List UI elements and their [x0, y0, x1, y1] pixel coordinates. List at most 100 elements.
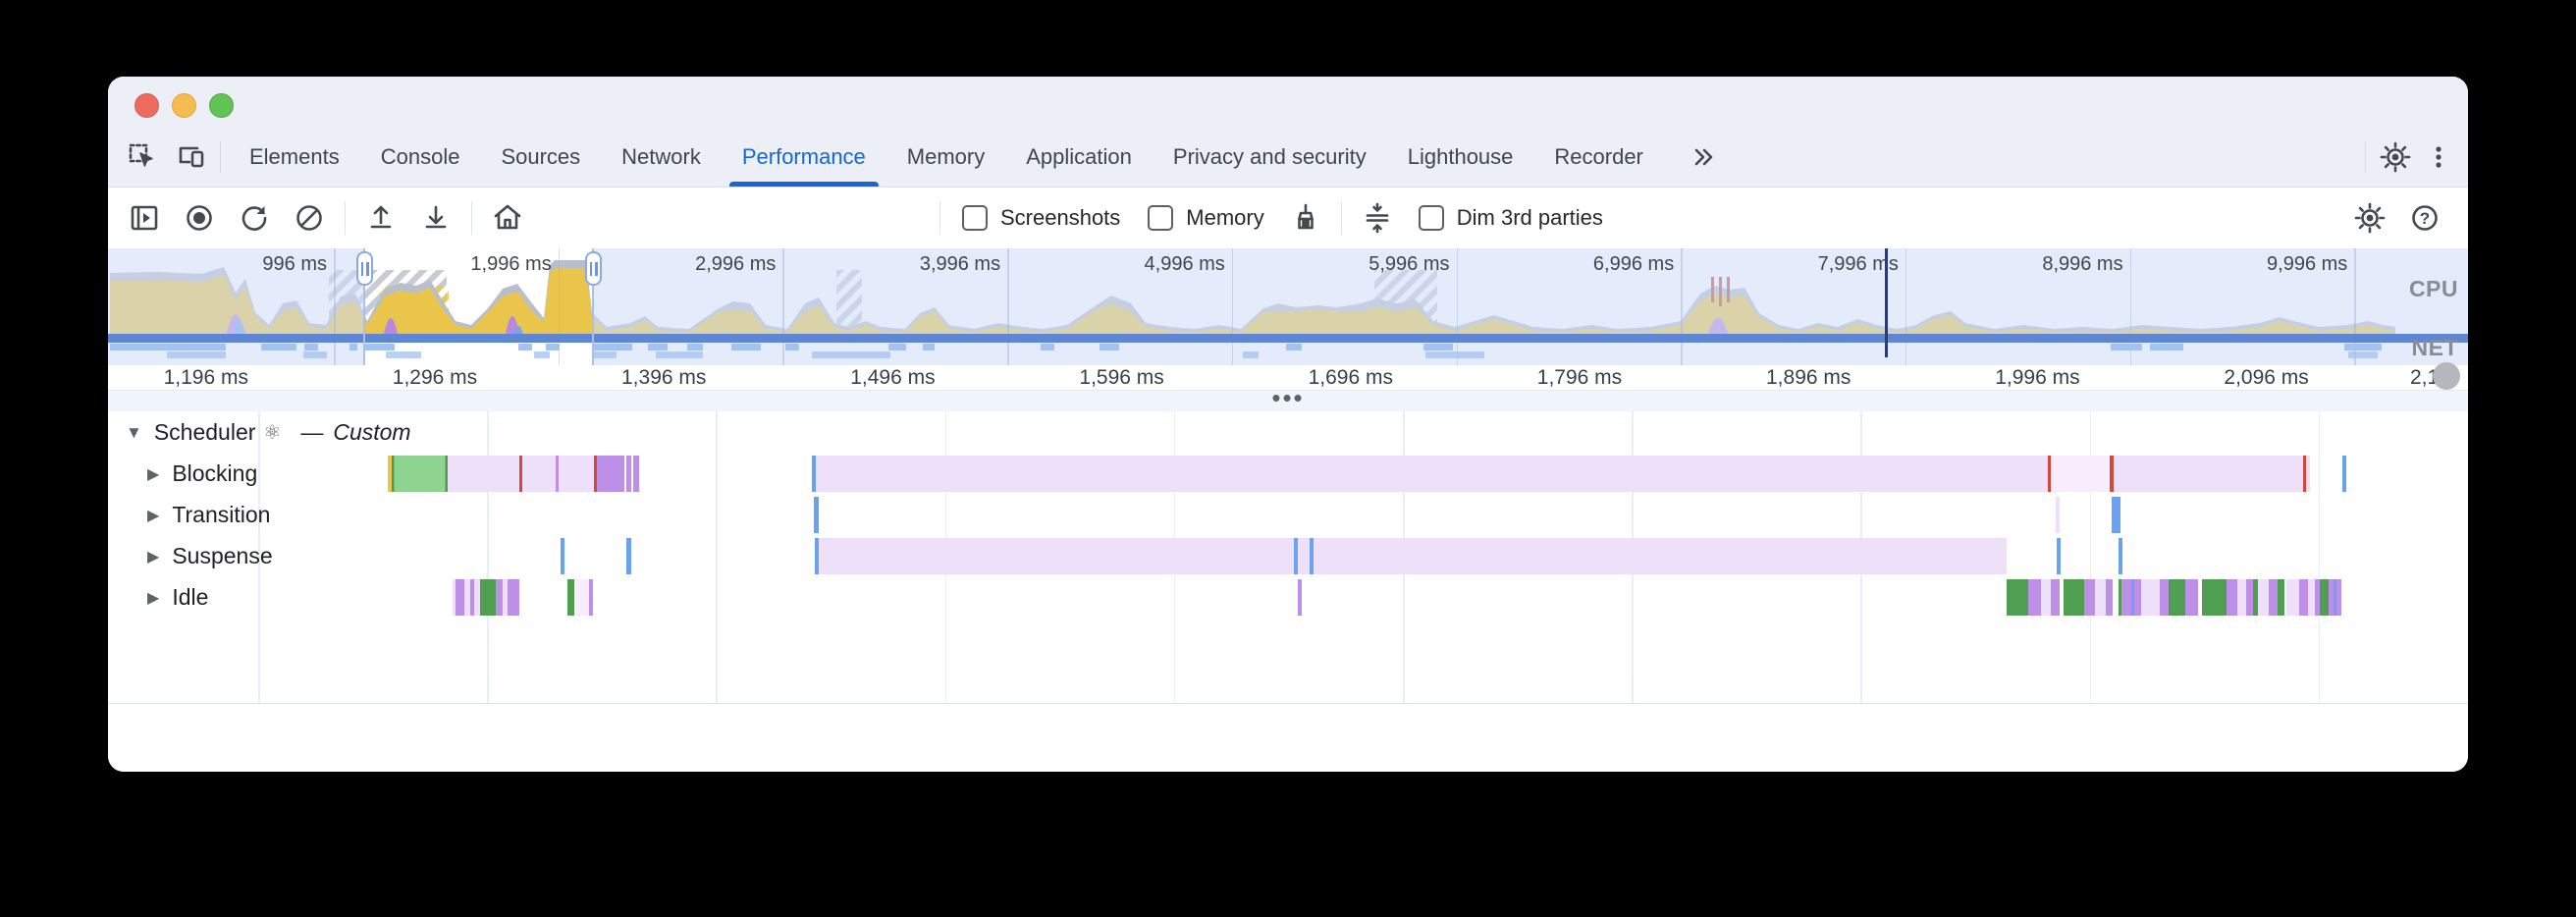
- track-group-header-scheduler[interactable]: ▼Scheduler⚛—Custom: [126, 419, 411, 446]
- upload-icon[interactable]: [364, 201, 398, 235]
- screenshots-checkbox[interactable]: Screenshots: [962, 205, 1120, 231]
- help-icon[interactable]: ?: [2408, 201, 2442, 235]
- flame-segment-idle[interactable]: [2028, 579, 2041, 616]
- collapse-triangle-icon[interactable]: ▼: [126, 422, 142, 442]
- flame-segment-blocking[interactable]: [388, 456, 392, 492]
- flame-segment-blocking[interactable]: [2110, 456, 2114, 492]
- flame-segment-idle[interactable]: [2286, 579, 2299, 616]
- tab-lighthouse[interactable]: Lighthouse: [1407, 144, 1514, 169]
- flame-segment-idle[interactable]: [496, 579, 503, 616]
- tab-recorder[interactable]: Recorder: [1554, 144, 1643, 169]
- flame-segment-suspense[interactable]: [626, 538, 631, 574]
- selection-handle-right[interactable]: [585, 251, 602, 286]
- flame-segment-idle[interactable]: [2308, 579, 2315, 616]
- flame-segment-blocking[interactable]: [522, 456, 556, 492]
- flame-segment-blocking[interactable]: [2306, 456, 2310, 492]
- zoom-window-button[interactable]: [209, 93, 234, 118]
- flame-segment-blocking[interactable]: [633, 456, 639, 492]
- flame-segment-idle[interactable]: [2041, 579, 2051, 616]
- record-icon[interactable]: [183, 201, 216, 235]
- collect-garbage-icon[interactable]: [1289, 201, 1322, 235]
- flame-segment-idle[interactable]: [574, 579, 589, 616]
- flame-segment-blocking[interactable]: [2051, 456, 2110, 492]
- flame-segment-idle[interactable]: [2253, 579, 2258, 616]
- tab-sources[interactable]: Sources: [501, 144, 581, 169]
- flame-segment-blocking[interactable]: [2114, 456, 2303, 492]
- selection-edge-left[interactable]: [363, 248, 365, 365]
- tab-elements[interactable]: Elements: [249, 144, 340, 169]
- flame-segment-suspense[interactable]: [819, 538, 1294, 574]
- flame-segment-blocking[interactable]: [559, 456, 594, 492]
- flame-segment-idle[interactable]: [2095, 579, 2106, 616]
- flame-segment-idle[interactable]: [2202, 579, 2227, 616]
- expand-triangle-icon[interactable]: ▶: [147, 589, 160, 607]
- flame-segment-blocking[interactable]: [597, 456, 624, 492]
- flame-segment-suspense[interactable]: [2057, 538, 2061, 574]
- flame-segment-idle[interactable]: [2334, 579, 2336, 616]
- record-and-reload-icon[interactable]: [238, 201, 271, 235]
- track-row-label-suspense[interactable]: ▶Suspense: [147, 538, 273, 574]
- flame-segment-idle[interactable]: [2299, 579, 2308, 616]
- flame-segment-blocking[interactable]: [626, 456, 631, 492]
- expand-triangle-icon[interactable]: ▶: [147, 507, 160, 524]
- flame-segment-transition[interactable]: [814, 497, 819, 533]
- kebab-menu-icon[interactable]: [2417, 135, 2460, 179]
- tab-application[interactable]: Application: [1026, 144, 1132, 169]
- flame-segment-idle[interactable]: [2227, 579, 2237, 616]
- flame-segment-blocking[interactable]: [519, 456, 522, 492]
- clear-icon[interactable]: [293, 201, 326, 235]
- flame-segment-blocking[interactable]: [556, 456, 559, 492]
- flame-segment-suspense[interactable]: [1310, 538, 1314, 574]
- flame-segment-idle[interactable]: [456, 579, 464, 616]
- flame-segment-idle[interactable]: [2106, 579, 2113, 616]
- expand-triangle-icon[interactable]: ▶: [147, 548, 160, 566]
- flame-segment-blocking[interactable]: [816, 456, 2048, 492]
- settings-gear-icon[interactable]: [2374, 135, 2417, 179]
- flame-segment-idle[interactable]: [2336, 579, 2341, 616]
- flame-segment-idle[interactable]: [2160, 579, 2169, 616]
- flame-segment-idle[interactable]: [2169, 579, 2185, 616]
- flame-segment-idle[interactable]: [1298, 579, 1302, 616]
- panel-resize-handle[interactable]: •••: [108, 383, 2468, 413]
- flame-segment-blocking[interactable]: [448, 456, 519, 492]
- selection-edge-right[interactable]: [592, 248, 594, 365]
- flame-segment-idle[interactable]: [589, 579, 593, 616]
- capture-settings-gear-icon[interactable]: [2353, 201, 2387, 235]
- flame-segment-suspense[interactable]: [1314, 538, 2007, 574]
- device-toolbar-icon[interactable]: [177, 142, 206, 172]
- flame-segment-idle[interactable]: [464, 579, 470, 616]
- flame-segment-idle[interactable]: [2237, 579, 2246, 616]
- inspect-icon[interactable]: [128, 142, 157, 172]
- flame-segment-suspense[interactable]: [1294, 538, 1298, 574]
- scrollbar-thumb[interactable]: [2433, 362, 2460, 390]
- track-row-label-idle[interactable]: ▶Idle: [147, 579, 208, 616]
- flame-segment-blocking[interactable]: [812, 456, 816, 492]
- track-row-label-transition[interactable]: ▶Transition: [147, 497, 270, 533]
- flame-segment-idle[interactable]: [2141, 579, 2160, 616]
- flame-segment-idle[interactable]: [2121, 579, 2131, 616]
- flame-segment-idle[interactable]: [2246, 579, 2253, 616]
- tab-memory[interactable]: Memory: [906, 144, 986, 169]
- flame-segment-idle[interactable]: [2329, 579, 2334, 616]
- tab-performance[interactable]: Performance: [722, 128, 886, 187]
- flame-segment-idle[interactable]: [2064, 579, 2084, 616]
- flame-segment-idle[interactable]: [2134, 579, 2141, 616]
- playhead-marker[interactable]: [1885, 248, 1888, 357]
- window-titlebar[interactable]: [108, 77, 2468, 128]
- flame-segment-idle[interactable]: [2007, 579, 2028, 616]
- screenshots-checkbox-box[interactable]: [962, 205, 988, 231]
- track-row-label-blocking[interactable]: ▶Blocking: [147, 456, 257, 492]
- flame-segment-idle[interactable]: [453, 579, 456, 616]
- tab-network[interactable]: Network: [621, 144, 701, 169]
- live-metrics-icon[interactable]: [128, 201, 161, 235]
- flame-segment-idle[interactable]: [2051, 579, 2060, 616]
- flame-segment-idle[interactable]: [2084, 579, 2095, 616]
- flame-segment-transition[interactable]: [2112, 497, 2120, 533]
- dim-3rd-parties-checkbox[interactable]: Dim 3rd parties: [1418, 205, 1603, 231]
- close-window-button[interactable]: [134, 93, 159, 118]
- flame-segment-idle[interactable]: [2315, 579, 2320, 616]
- memory-checkbox-box[interactable]: [1148, 205, 1174, 231]
- flame-segment-idle[interactable]: [508, 579, 519, 616]
- selection-handle-left[interactable]: [356, 251, 373, 286]
